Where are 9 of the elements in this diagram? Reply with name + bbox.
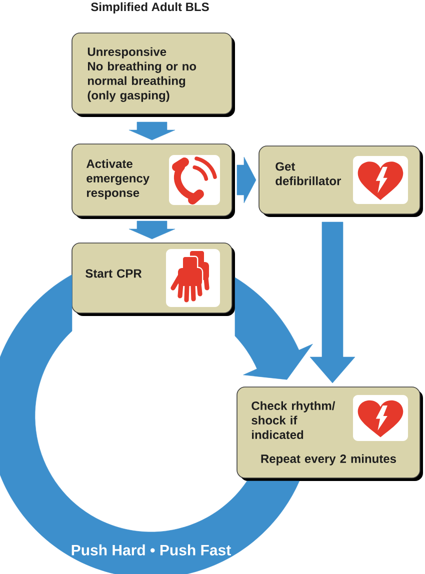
- ring-label: Push Hard • Push Fast: [72, 544, 231, 556]
- arrow: [236, 156, 256, 204]
- arrow: [310, 222, 356, 384]
- curved-arrow: [234, 277, 313, 380]
- arrow: [128, 220, 176, 240]
- title: Simplified Adult BLS: [91, 2, 209, 14]
- curved-band: [0, 274, 300, 574]
- step-box: Unresponsive No breathing or no normal breathing (only gasping): [72, 32, 235, 117]
- arrow: [128, 122, 176, 140]
